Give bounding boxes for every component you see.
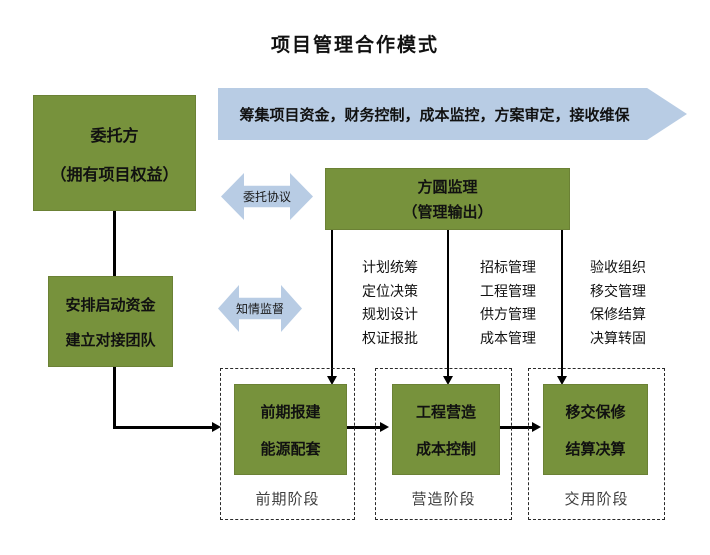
task-item: 规划设计 xyxy=(362,307,418,323)
early-phase-task-box: 前期报建 能源配套 xyxy=(234,384,347,475)
fund-box-line1: 安排启动资金 xyxy=(65,295,156,314)
task-item: 招标管理 xyxy=(480,260,536,276)
task-item: 保修结算 xyxy=(590,307,646,323)
connector-fund-to-stage1 xyxy=(113,426,212,429)
arrowhead-right-icon xyxy=(380,422,389,432)
task-item: 移交管理 xyxy=(590,283,646,300)
connector-stage2-to-stage3 xyxy=(500,426,533,429)
client-box: 委托方 （拥有项目权益） xyxy=(33,95,196,211)
stage-box-early: 前期报建 能源配套 前期阶段 xyxy=(220,368,355,520)
client-box-line2: （拥有项目权益） xyxy=(50,164,179,184)
supervisor-box: 方圆监理 （管理输出） xyxy=(325,168,570,230)
stage-label-early: 前期阶段 xyxy=(255,490,320,508)
early-task-line2: 能源配套 xyxy=(260,439,321,458)
early-task-line1: 前期报建 xyxy=(260,402,321,421)
diagram-title: 项目管理合作模式 xyxy=(270,34,439,56)
task-item: 工程管理 xyxy=(480,283,536,300)
right-arrow-banner: 筹集项目资金，财务控制，成本监控，方案审定，接收维保 xyxy=(218,88,687,140)
handover-phase-task-box: 移交保修 结算决算 xyxy=(543,384,648,475)
task-column-2: 招标管理 工程管理 供方管理 成本管理 xyxy=(470,257,546,351)
connector-client-to-fund xyxy=(113,211,116,276)
fund-box-line2: 建立对接团队 xyxy=(65,330,156,349)
connector-fund-down xyxy=(113,367,116,428)
supervisor-box-line2: （管理输出） xyxy=(402,203,493,221)
stage-label-handover: 交用阶段 xyxy=(564,490,629,508)
connector-supervisor-to-stage3 xyxy=(561,230,563,377)
delegate-arrow-label: 委托协议 xyxy=(242,190,291,204)
inform-arrow-label: 知情监督 xyxy=(235,302,284,316)
arrowhead-down-icon xyxy=(557,376,567,385)
handover-task-line2: 结算决算 xyxy=(565,439,626,458)
task-item: 权证报批 xyxy=(362,330,418,347)
fund-box: 安排启动资金 建立对接团队 xyxy=(48,276,173,367)
task-item: 定位决策 xyxy=(362,283,418,300)
construction-phase-task-box: 工程营造 成本控制 xyxy=(392,384,500,475)
top-arrow-label: 筹集项目资金，财务控制，成本监控，方案审定，接收维保 xyxy=(239,105,630,124)
stage-box-construction: 工程营造 成本控制 营造阶段 xyxy=(375,368,512,520)
construction-task-line1: 工程营造 xyxy=(415,402,476,421)
connector-supervisor-to-stage1 xyxy=(331,230,333,377)
handover-task-line1: 移交保修 xyxy=(565,402,626,421)
stage-box-handover: 移交保修 结算决算 交用阶段 xyxy=(528,368,665,520)
task-column-3: 验收组织 移交管理 保修结算 决算转固 xyxy=(580,257,656,351)
task-item: 供方管理 xyxy=(480,307,536,323)
client-box-line1: 委托方 xyxy=(90,125,139,145)
task-item: 计划统筹 xyxy=(362,260,418,276)
task-item: 验收组织 xyxy=(590,260,646,276)
construction-task-line2: 成本控制 xyxy=(415,439,476,458)
task-item: 成本管理 xyxy=(480,330,536,347)
arrowhead-right-icon xyxy=(212,422,221,432)
arrowhead-down-icon xyxy=(443,376,453,385)
task-item: 决算转固 xyxy=(590,330,646,347)
task-column-1: 计划统筹 定位决策 规划设计 权证报批 xyxy=(352,257,428,351)
double-arrow-icon-inform: 知情监督 xyxy=(218,285,302,332)
supervisor-box-line1: 方圆监理 xyxy=(417,178,478,196)
arrowhead-down-icon xyxy=(327,376,337,385)
connector-stage1-to-stage2 xyxy=(347,426,381,429)
arrowhead-right-icon xyxy=(532,422,541,432)
double-arrow-icon-delegate: 委托协议 xyxy=(221,173,313,220)
stage-label-construction: 营造阶段 xyxy=(411,490,476,508)
connector-supervisor-to-stage2 xyxy=(447,230,449,377)
